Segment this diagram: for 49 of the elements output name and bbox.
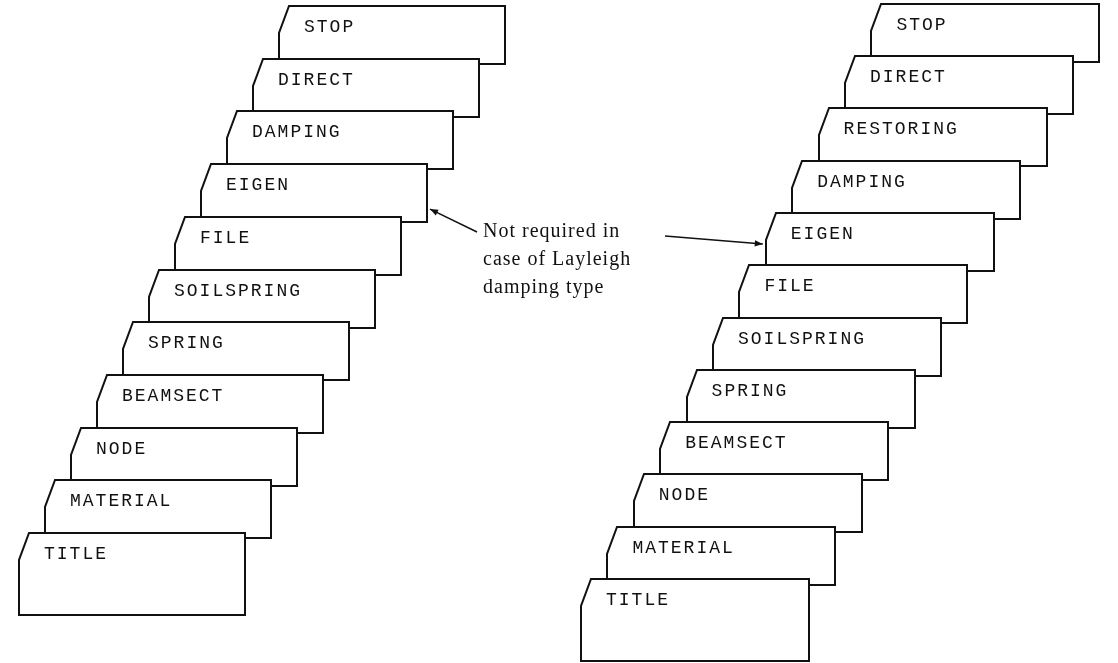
- punch-card: [278, 5, 506, 65]
- card-label: DIRECT: [870, 67, 947, 87]
- punch-card: [685, 368, 916, 429]
- card-label: DAMPING: [817, 171, 907, 192]
- card-label: DIRECT: [278, 69, 355, 90]
- card-label: RESTORING: [843, 119, 959, 140]
- punch-card: [122, 321, 350, 382]
- punch-card: [870, 2, 1101, 63]
- punch-card: [791, 159, 1022, 220]
- punch-card: [174, 215, 402, 276]
- punch-card: [226, 110, 454, 171]
- card-label: FILE: [764, 276, 816, 297]
- card-label: DAMPING: [252, 122, 342, 143]
- card-label: TITLE: [606, 590, 670, 610]
- card-label: FILE: [200, 227, 252, 248]
- card-label: MATERIAL: [632, 537, 735, 558]
- punch-card: [18, 532, 246, 616]
- punch-card: [659, 421, 890, 482]
- punch-card: [148, 268, 376, 329]
- punch-card: [764, 211, 995, 272]
- card-label: STOP: [896, 14, 948, 35]
- card-label: BEAMSECT: [685, 433, 788, 454]
- card-label: SOILSPRING: [174, 280, 303, 301]
- card-label: BEAMSECT: [122, 385, 225, 406]
- card-label: EIGEN: [226, 175, 290, 196]
- card-label: SOILSPRING: [738, 328, 867, 349]
- card-label: SPRING: [711, 380, 789, 401]
- punch-card: [738, 264, 969, 325]
- arrow: [429, 208, 478, 233]
- punch-card: [580, 578, 810, 662]
- punch-card: [844, 55, 1074, 115]
- callout-text: Not required in case of Layleigh damping type: [483, 216, 663, 300]
- card-label: EIGEN: [790, 223, 855, 244]
- punch-card: [252, 57, 480, 118]
- card-label: SPRING: [148, 333, 225, 354]
- punch-card: [606, 525, 837, 586]
- punch-card: [817, 107, 1048, 168]
- card-label: TITLE: [44, 544, 108, 564]
- arrow: [664, 235, 764, 247]
- card-label: NODE: [658, 485, 710, 506]
- punch-card: [44, 479, 272, 540]
- punch-card: [712, 316, 942, 377]
- card-label: STOP: [304, 17, 356, 37]
- punch-card: [70, 426, 298, 487]
- punch-card: [200, 163, 428, 224]
- punch-card: [632, 473, 863, 534]
- card-label: NODE: [96, 438, 148, 459]
- card-label: MATERIAL: [70, 491, 173, 512]
- punch-card: [96, 373, 324, 434]
